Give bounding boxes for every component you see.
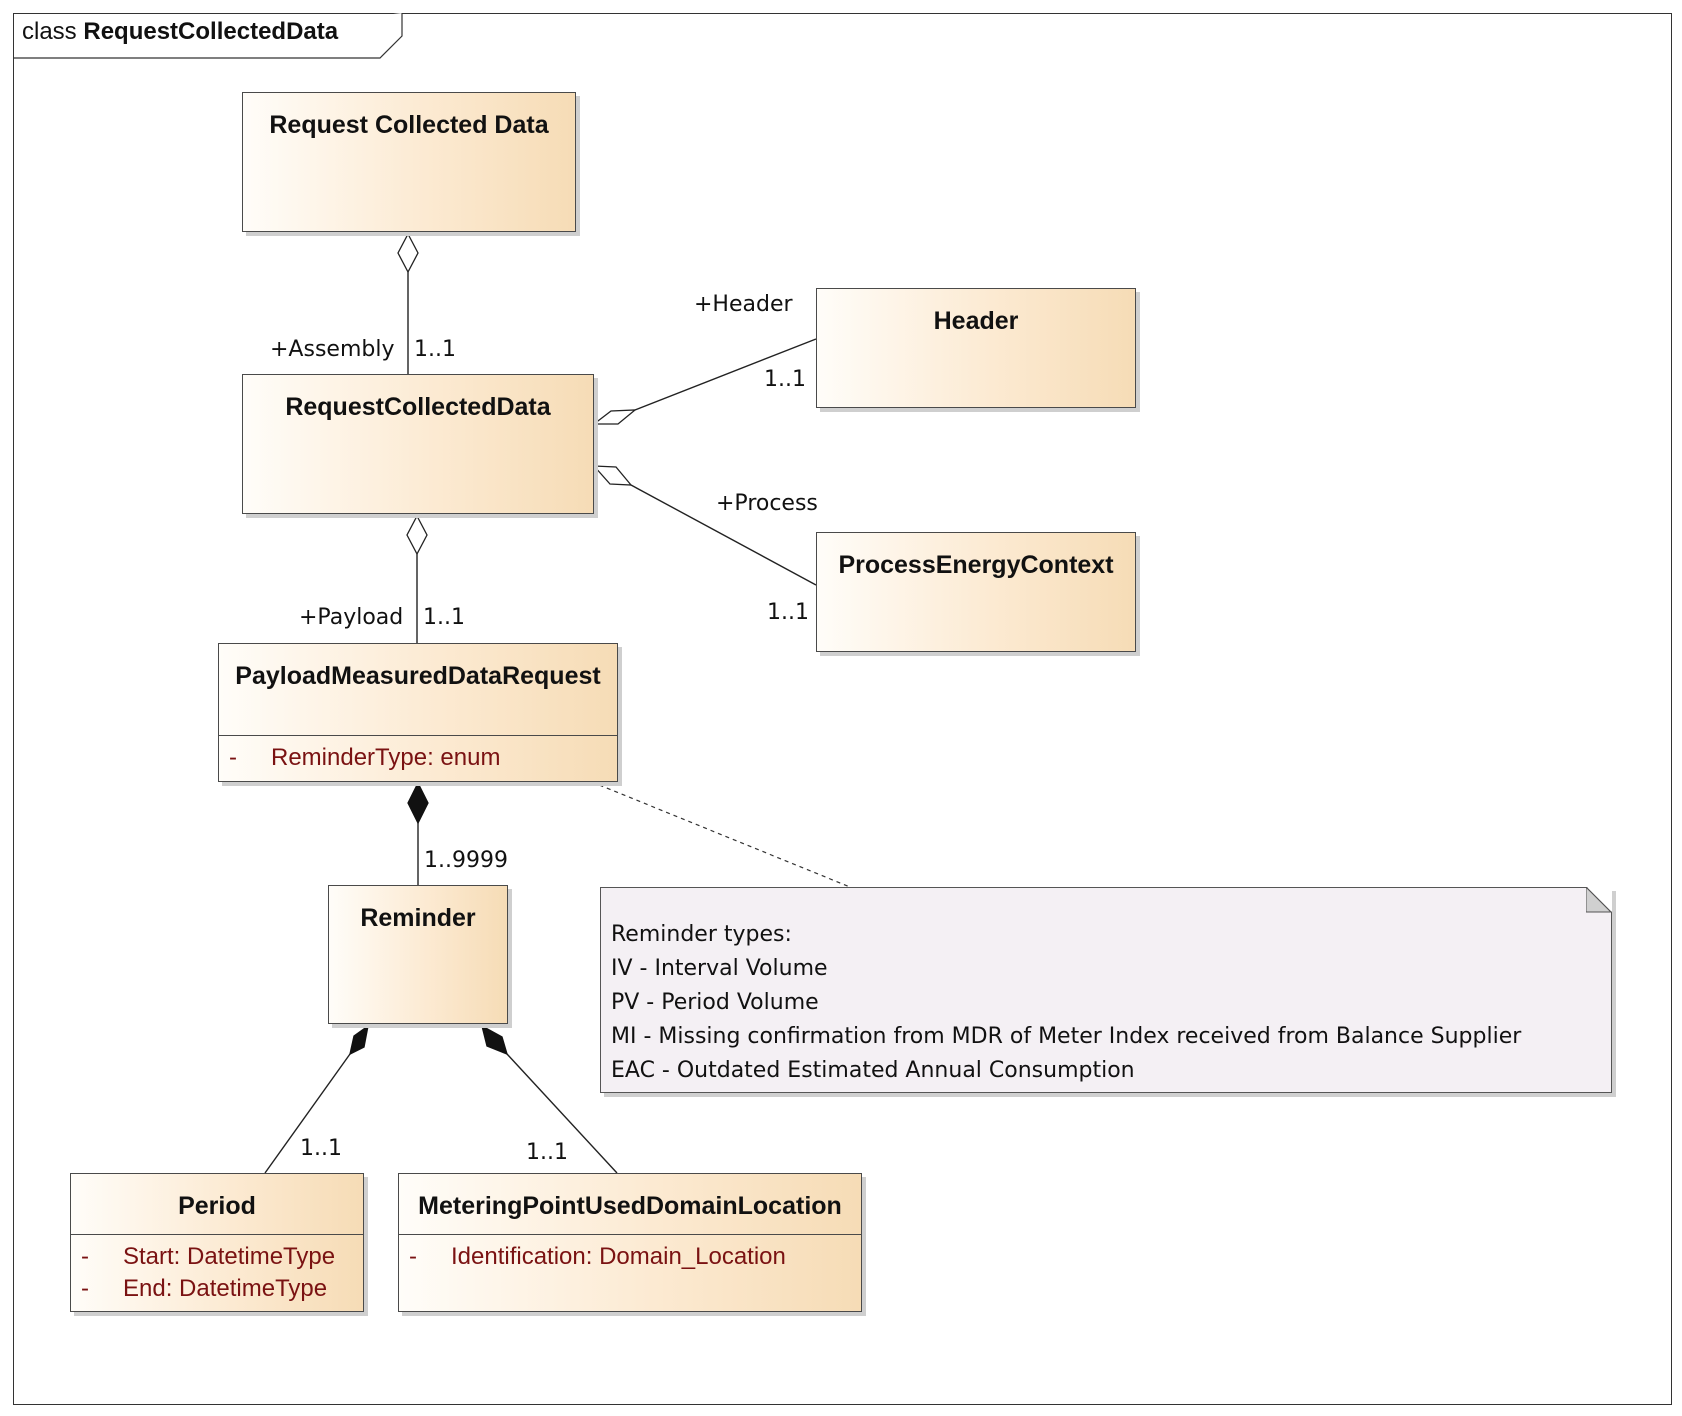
- class-name: Reminder: [360, 904, 476, 932]
- process-aggregation-diamond: [592, 465, 633, 486]
- period-multiplicity-label: 1..1: [300, 1136, 342, 1161]
- class-metering-point-used-domain-location[interactable]: MeteringPointUsedDomainLocation - Identif…: [398, 1173, 862, 1312]
- metering-point-composition-diamond: [481, 1024, 509, 1056]
- reminder-composition-diamond: [407, 781, 429, 825]
- period-composition-line: [264, 1053, 351, 1174]
- attribute-text: Identification: Domain_Location: [451, 1243, 786, 1270]
- header-role-label: +Header: [694, 292, 793, 317]
- header-association-line: [634, 338, 817, 411]
- attribute-text: ReminderType: enum: [271, 744, 501, 771]
- note-reminder-types[interactable]: Reminder types: IV - Interval Volume PV …: [600, 887, 1612, 1093]
- header-aggregation-diamond: [592, 409, 637, 425]
- frame-tab: [13, 13, 403, 59]
- class-header[interactable]: Header: [816, 288, 1136, 408]
- attribute: - Start: DatetimeType: [81, 1243, 335, 1271]
- note-line: PV - Period Volume: [611, 990, 819, 1015]
- payload-multiplicity-label: 1..1: [423, 605, 465, 630]
- attribute-visibility: -: [81, 1243, 89, 1270]
- attributes-compartment: [71, 1234, 363, 1235]
- note-anchor-line: [591, 781, 851, 888]
- header-multiplicity-label: 1..1: [764, 367, 806, 392]
- class-name: ProcessEnergyContext: [838, 551, 1114, 579]
- class-process-energy-context[interactable]: ProcessEnergyContext: [816, 532, 1136, 652]
- process-multiplicity-label: 1..1: [767, 600, 809, 625]
- class-name: MeteringPointUsedDomainLocation: [418, 1192, 842, 1220]
- payload-aggregation-diamond: [406, 514, 428, 556]
- diagram-frame: [13, 13, 1672, 1405]
- attribute-text: Start: DatetimeType: [123, 1243, 336, 1270]
- class-name: RequestCollectedData: [285, 393, 551, 421]
- class-payload-measured-data-request[interactable]: PayloadMeasuredDataRequest - ReminderType…: [218, 643, 618, 782]
- attribute: - ReminderType: enum: [229, 744, 500, 772]
- note-line: Reminder types:: [611, 922, 792, 947]
- payload-role-label: +Payload: [299, 605, 404, 630]
- class-name: Header: [933, 307, 1019, 335]
- attribute: - End: DatetimeType: [81, 1275, 327, 1303]
- note-line: MI - Missing confirmation from MDR of Me…: [611, 1024, 1522, 1049]
- class-period[interactable]: Period - Start: DatetimeType - End: Dateti…: [70, 1173, 364, 1312]
- frame-name: RequestCollectedData: [83, 18, 339, 45]
- class-request-collected-data-root[interactable]: Request Collected Data: [242, 92, 576, 232]
- attribute-visibility: -: [409, 1243, 417, 1270]
- frame-keyword: class: [22, 18, 77, 45]
- note-folded-corner: [1586, 887, 1612, 913]
- process-association-line: [630, 484, 817, 586]
- attribute-visibility: -: [229, 744, 237, 771]
- attribute: - Identification: Domain_Location: [409, 1243, 786, 1271]
- attributes-compartment: [219, 735, 617, 736]
- class-reminder[interactable]: Reminder: [328, 885, 508, 1024]
- attributes-compartment: [399, 1234, 861, 1235]
- note-line: EAC - Outdated Estimated Annual Consumpt…: [611, 1058, 1135, 1083]
- class-name: Period: [178, 1192, 256, 1220]
- class-name: PayloadMeasuredDataRequest: [235, 662, 601, 690]
- metering-point-multiplicity-label: 1..1: [526, 1140, 568, 1165]
- assembly-aggregation-diamond: [397, 232, 419, 274]
- note-line: IV - Interval Volume: [611, 956, 828, 981]
- frame-label: class RequestCollectedData: [22, 18, 338, 46]
- process-role-label: +Process: [716, 491, 818, 516]
- attribute-visibility: -: [81, 1275, 89, 1302]
- assembly-role-label: +Assembly: [270, 337, 395, 362]
- metering-point-composition-line: [506, 1053, 618, 1174]
- assembly-multiplicity-label: 1..1: [414, 337, 456, 362]
- class-request-collected-data[interactable]: RequestCollectedData: [242, 374, 594, 514]
- reminder-multiplicity-label: 1..9999: [424, 848, 508, 873]
- attribute-text: End: DatetimeType: [123, 1275, 328, 1302]
- period-composition-diamond: [349, 1024, 369, 1056]
- class-name: Request Collected Data: [269, 111, 549, 139]
